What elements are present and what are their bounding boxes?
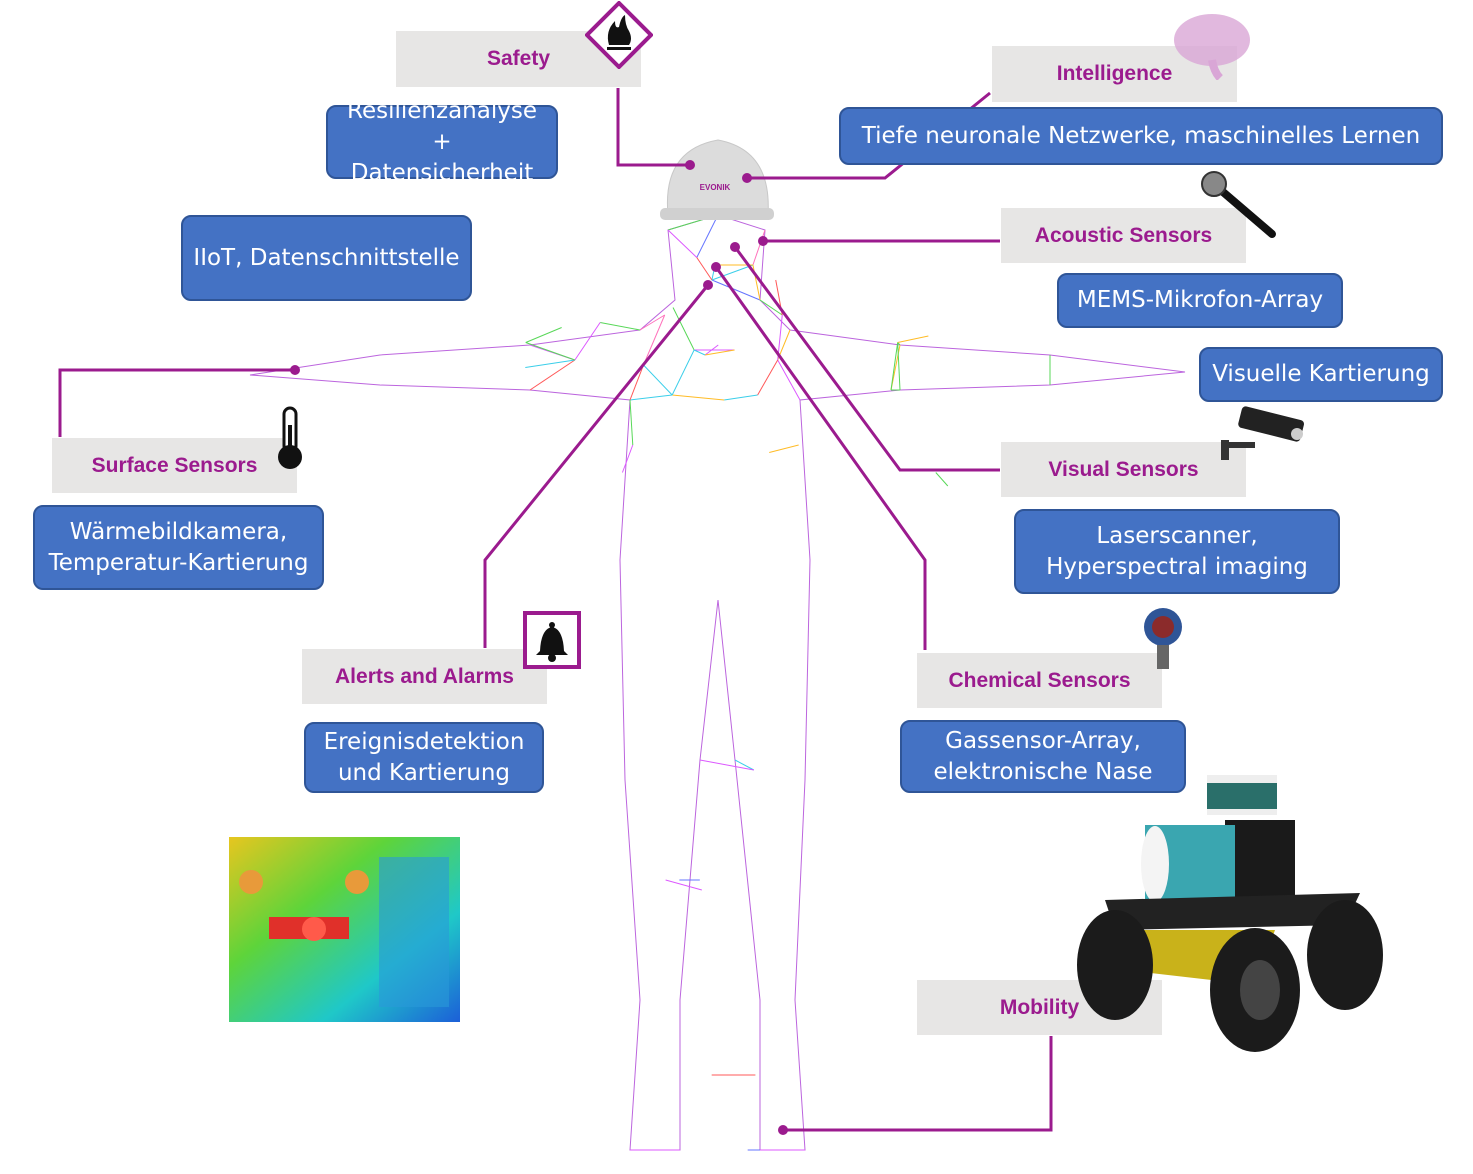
wireframe-edge — [600, 322, 641, 331]
desc-surface-line1: Wärmebildkamera, — [69, 518, 288, 545]
bell-icon — [523, 611, 581, 669]
wireframe-edge — [711, 279, 761, 301]
desc-surface-line2: Temperatur-Kartierung — [48, 549, 309, 576]
desc-chemical-line1: Gassensor-Array, — [945, 727, 1141, 754]
wireframe-edge — [671, 349, 695, 396]
desc-surface: Wärmebildkamera, Temperatur-Kartierung — [33, 505, 324, 590]
connector-safety — [616, 88, 690, 167]
wireframe-edge — [525, 342, 576, 361]
connectors — [58, 88, 1053, 1132]
gas-detector-icon — [1144, 608, 1182, 669]
desc-alerts-line1: Ereignisdetektion — [323, 728, 525, 755]
wireframe-edge — [777, 359, 801, 401]
connector-surface — [58, 368, 295, 437]
wireframe-edge — [734, 759, 755, 771]
robot-rover-icon — [1077, 775, 1383, 1052]
microphone-icon — [1201, 171, 1276, 238]
desc-chemical: Gassensor-Array, elektronische Nase — [900, 720, 1186, 793]
wireframe-edge — [629, 399, 634, 446]
desc-safety-line1: Resilienzanalyse + — [347, 97, 537, 155]
wireframe-edge — [672, 307, 695, 351]
desc-chemical-line2: elektronische Nase — [933, 758, 1153, 785]
connector-visual — [733, 246, 1000, 472]
category-alerts-and-alarms: Alerts and Alarms — [302, 649, 547, 704]
wireframe-edge — [621, 444, 634, 473]
helmet-logo: EVONIK — [700, 183, 731, 192]
thermometer-icon — [278, 406, 302, 469]
connector-chemical — [714, 266, 927, 650]
wireframe-edge — [696, 214, 719, 258]
wireframe-edge — [897, 335, 929, 343]
wireframe-edge — [574, 322, 601, 361]
desc-alerts: Ereignisdetektion und Kartierung — [304, 722, 544, 793]
desc-safety: Resilienzanalyse + Datensicherheit — [326, 98, 558, 186]
desc-visual-line1: Laserscanner, — [1096, 522, 1258, 549]
wireframe-edge — [629, 364, 644, 401]
wireframe-edge — [724, 394, 758, 401]
wireframe-edge — [667, 229, 698, 258]
wireframe-edge — [672, 394, 725, 401]
wireframe-edge — [699, 759, 754, 771]
wireframe-edge — [529, 359, 576, 391]
desc-intelligence: Tiefe neuronale Netzwerke, maschinelles … — [839, 107, 1443, 165]
wireframe-edge — [759, 299, 783, 316]
security-camera-icon — [1221, 406, 1304, 460]
wireframe-edge — [711, 264, 754, 281]
brain-icon — [1174, 14, 1250, 80]
category-chemical-sensors: Chemical Sensors — [917, 653, 1162, 708]
wireframe-edge — [696, 257, 713, 281]
connector-mobility — [783, 1036, 1053, 1132]
desc-iiot: IIoT, Datenschnittstelle — [181, 215, 472, 301]
flame-hazard-icon — [585, 1, 653, 69]
wireframe-edge — [643, 364, 673, 396]
category-visual-sensors: Visual Sensors — [1001, 442, 1246, 497]
wireframe-edge — [935, 472, 949, 487]
desc-alerts-line2: und Kartierung — [337, 759, 511, 786]
wireframe-edge — [752, 229, 766, 266]
wireframe-edge — [639, 314, 665, 331]
helmet: EVONIK — [660, 139, 774, 220]
wireframe-edge — [665, 879, 702, 891]
wireframe-edge — [693, 349, 706, 356]
wireframe-edge — [890, 342, 899, 391]
desc-visual: Laserscanner, Hyperspectral imaging — [1014, 509, 1340, 594]
desc-visual-line2: Hyperspectral imaging — [1046, 553, 1308, 580]
wireframe-edge — [643, 314, 666, 366]
wireframe-edge — [525, 359, 575, 368]
category-acoustic-sensors: Acoustic Sensors — [1001, 208, 1246, 263]
category-surface-sensors: Surface Sensors — [52, 438, 297, 493]
desc-visual-mapping: Visuelle Kartierung — [1199, 347, 1443, 402]
wireframe-edge — [525, 327, 562, 343]
desc-acoustic: MEMS-Mikrofon-Array — [1057, 273, 1343, 328]
wireframe-edge — [704, 349, 735, 356]
desc-safety-line2: Datensicherheit — [350, 159, 534, 186]
connector-alerts — [483, 284, 710, 648]
wireframe-edge — [769, 444, 799, 453]
wireframe-edge — [757, 359, 779, 396]
wireframe-edge — [629, 394, 673, 401]
wireframe-edge — [897, 342, 901, 391]
thermal-image — [229, 837, 460, 1022]
